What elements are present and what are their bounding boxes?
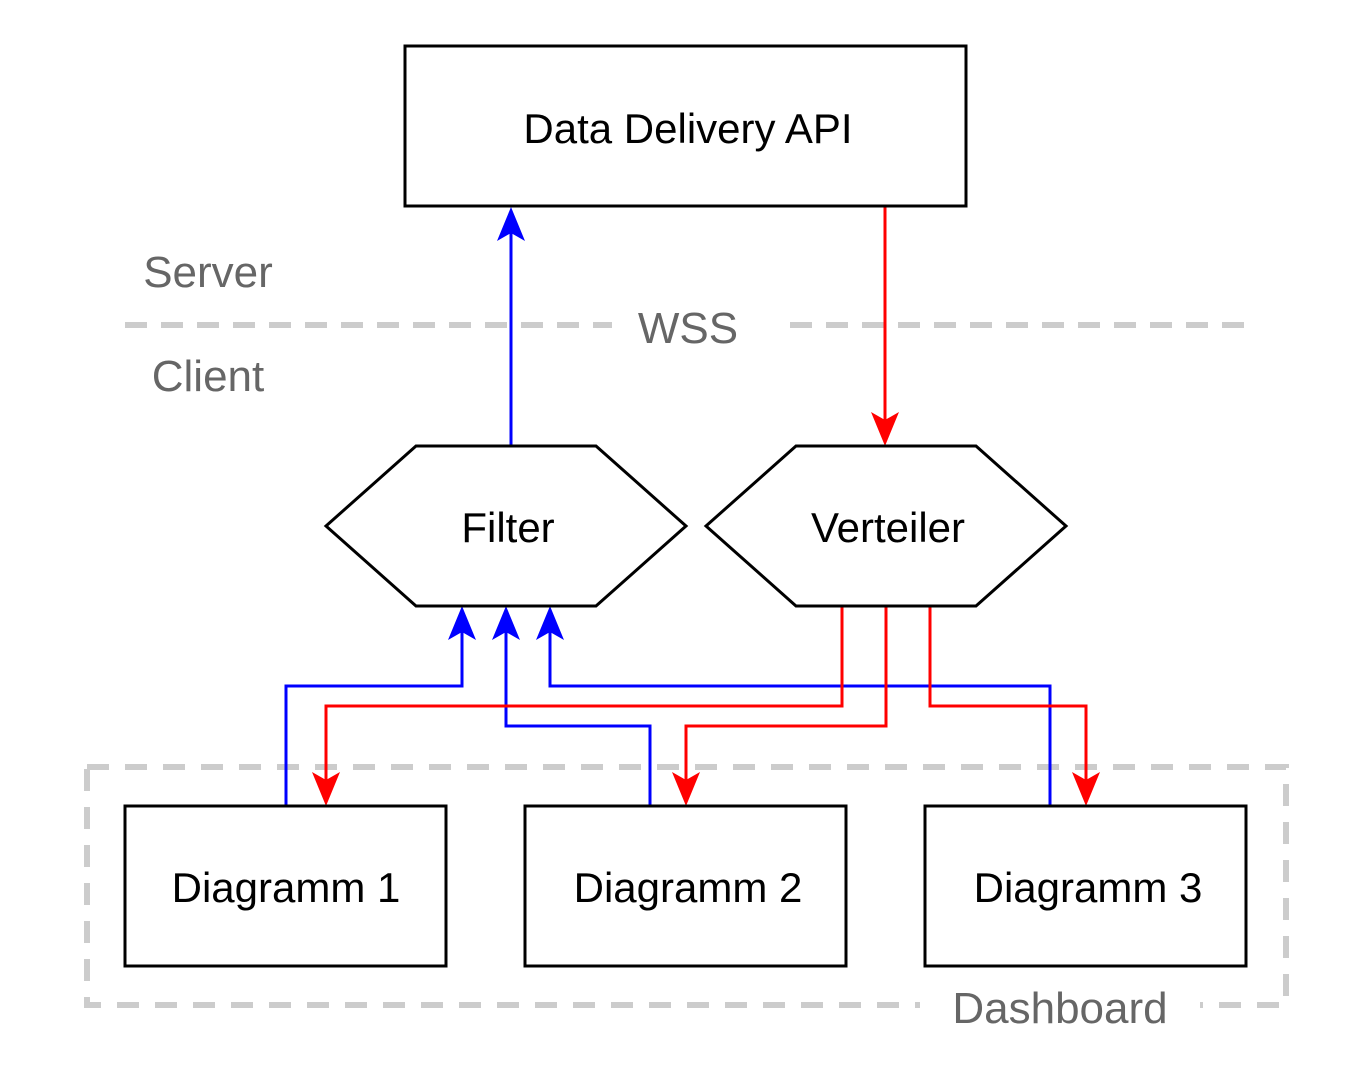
diagramm-2-node[interactable]: Diagramm 2 bbox=[523, 804, 848, 968]
verteiler-to-diagram2-connector bbox=[672, 606, 888, 806]
api-arrow-head bbox=[497, 207, 525, 241]
filter-node[interactable]: Filter bbox=[323, 444, 689, 608]
wss-label: WSS bbox=[638, 304, 738, 353]
data-delivery-api-label: Data Delivery API bbox=[523, 105, 852, 152]
filter-label: Filter bbox=[461, 504, 554, 551]
verteiler-arrow-head bbox=[871, 412, 899, 446]
diagram2-to-filter-connector bbox=[492, 606, 652, 806]
dashboard-label: Dashboard bbox=[952, 984, 1167, 1033]
server-zone-label: Server bbox=[143, 248, 273, 297]
diagram3-to-filter-connector bbox=[536, 606, 1052, 806]
diagramm-1-label: Diagramm 1 bbox=[172, 864, 401, 911]
client-zone-label: Client bbox=[152, 352, 265, 401]
diagram1-to-filter-connector bbox=[284, 606, 476, 806]
diagramm-3-label: Diagramm 3 bbox=[974, 864, 1203, 911]
filter-to-api-connector bbox=[497, 207, 525, 446]
verteiler-node[interactable]: Verteiler bbox=[703, 444, 1069, 608]
verteiler-to-diagram3-connector bbox=[928, 606, 1100, 806]
diagramm-1-node[interactable]: Diagramm 1 bbox=[123, 804, 448, 968]
verteiler-to-diagram1-connector bbox=[312, 606, 844, 806]
diagramm-2-label: Diagramm 2 bbox=[574, 864, 803, 911]
dashboard-container bbox=[84, 764, 1289, 1008]
data-delivery-api-node[interactable]: Data Delivery API bbox=[403, 44, 968, 208]
verteiler-label: Verteiler bbox=[811, 504, 965, 551]
diagramm-3-node[interactable]: Diagramm 3 bbox=[923, 804, 1248, 968]
api-to-verteiler-connector bbox=[871, 207, 899, 446]
